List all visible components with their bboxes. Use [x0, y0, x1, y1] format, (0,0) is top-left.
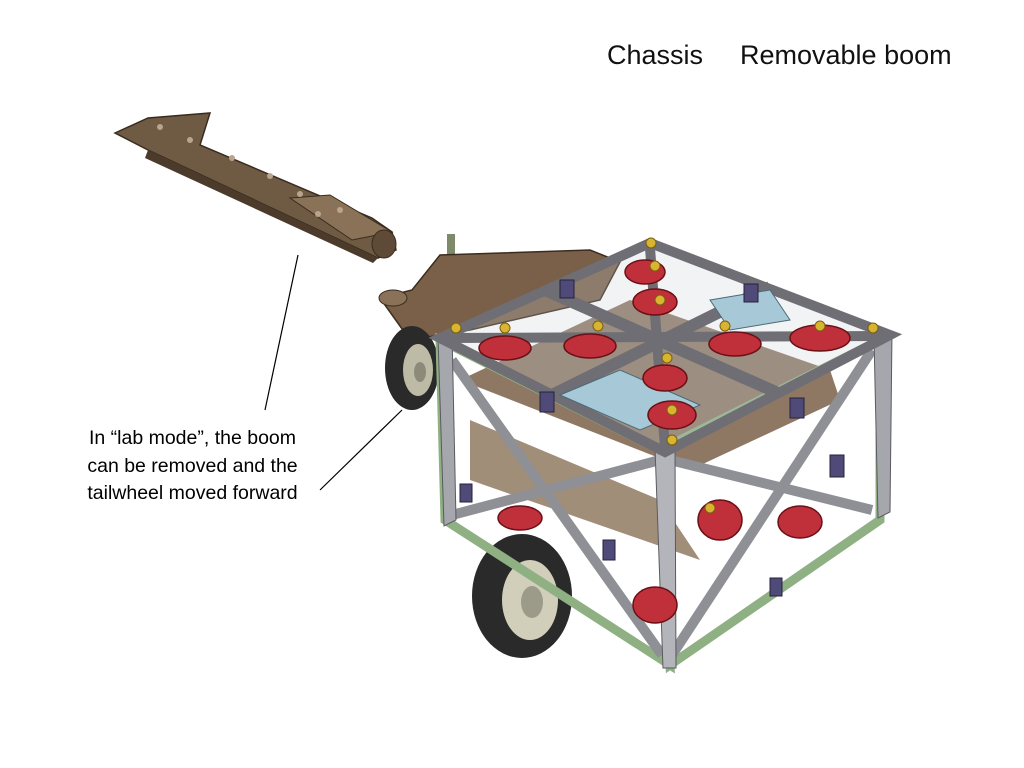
tailwheel [385, 326, 439, 410]
caption-line-1: In “lab mode”, the boom [88, 427, 297, 449]
red-pulleys [478, 259, 851, 624]
boom-leader-line [264, 254, 299, 411]
chassis-label: Chassis [607, 40, 704, 70]
removable-boom [113, 112, 397, 263]
caption-line-3: tailwheel moved forward [87, 482, 298, 504]
servo-blocks [459, 279, 845, 597]
tailwheel-leader-line [319, 409, 403, 491]
yellow-bolts [450, 237, 879, 514]
lab-mode-caption: In “lab mode”, the boom can be removed a… [70, 425, 315, 508]
removable-boom-label: Removable boom [740, 40, 952, 70]
caption-line-2: can be removed and the [87, 454, 298, 477]
main-wheel [472, 534, 572, 658]
